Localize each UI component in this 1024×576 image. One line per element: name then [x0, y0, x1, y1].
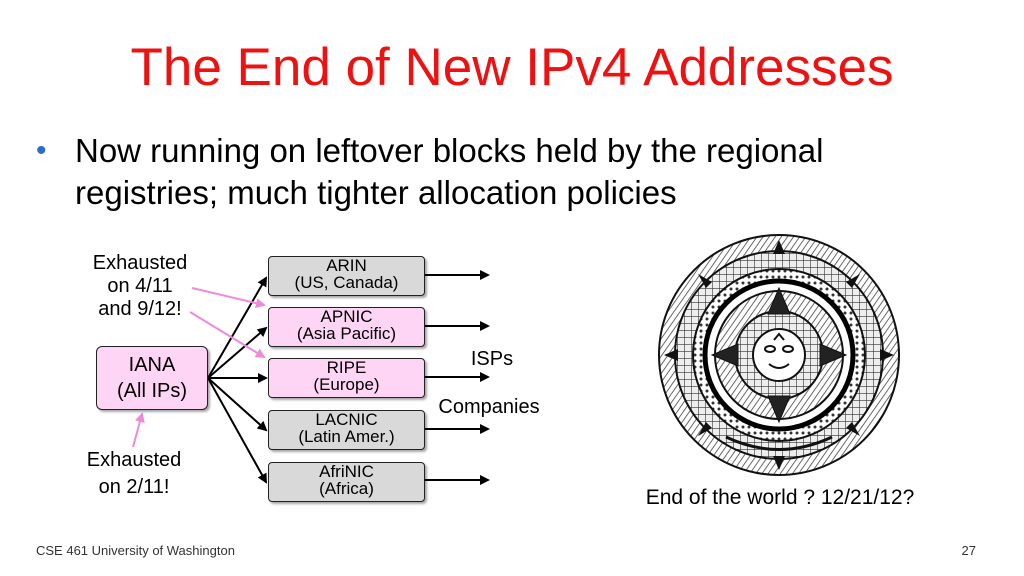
registry-lacnic: LACNIC (Latin Amer.) — [268, 410, 425, 450]
registry-ripe: RIPE (Europe) — [268, 358, 425, 398]
iana-box: IANA (All IPs) — [96, 346, 208, 410]
aztec-calendar-stone-icon — [658, 234, 900, 476]
registry-outgoing-arrows — [425, 270, 490, 485]
isps-label: ISPs — [470, 348, 514, 370]
slide-title: The End of New IPv4 Addresses — [130, 38, 894, 97]
footer-page-number: 27 — [961, 543, 976, 558]
exhausted-top-label: Exhausted on 4/11 and 9/12! — [92, 252, 188, 320]
registry-apnic: APNIC (Asia Pacific) — [268, 307, 425, 347]
calendar-caption: End of the world ? 12/21/12? — [645, 486, 915, 509]
registry-afrinic: AfriNIC (Africa) — [268, 462, 425, 502]
companies-label: Companies — [438, 396, 540, 418]
bullet-text: Now running on leftover blocks held by t… — [75, 132, 824, 211]
exhausted-highlight-arrows — [132, 287, 266, 448]
bullet-dot: • — [36, 134, 47, 167]
iana-fanout-arrows — [207, 276, 268, 484]
registry-arin: ARIN (US, Canada) — [268, 256, 425, 296]
footer-course: CSE 461 University of Washington — [36, 543, 235, 558]
exhausted-bottom-label: Exhausted on 2/11! — [86, 449, 182, 498]
